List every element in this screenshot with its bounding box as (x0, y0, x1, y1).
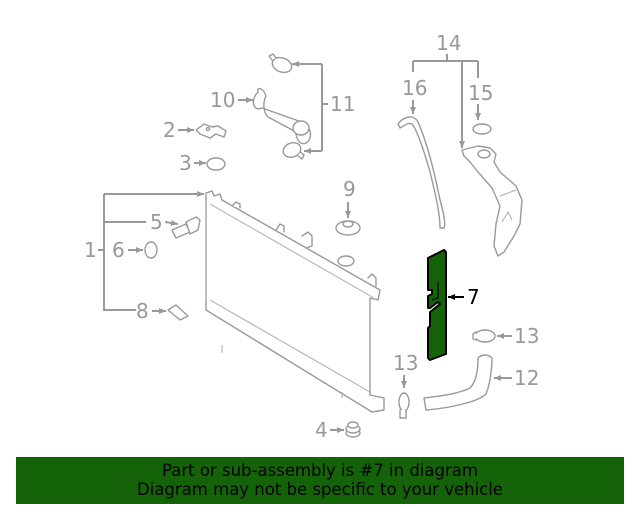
callout-13-left[interactable]: 13 (393, 351, 418, 375)
callout-7[interactable]: 7 (467, 285, 480, 309)
callout-13-right[interactable]: 13 (514, 324, 539, 348)
callout-5[interactable]: 5 (150, 210, 163, 234)
part-10-hose[interactable] (252, 87, 312, 145)
callout-15[interactable]: 15 (468, 81, 493, 105)
parts-diagram: 11 10 2 3 1 5 6 8 9 (84, 31, 539, 442)
part-2-bracket[interactable] (195, 123, 227, 139)
part-7-air-guide[interactable] (427, 249, 447, 361)
banner-line-disclaimer: Diagram may not be specific to your vehi… (137, 480, 503, 499)
callout-16[interactable]: 16 (402, 76, 427, 100)
callout-11[interactable]: 11 (330, 92, 355, 116)
callout-14[interactable]: 14 (436, 31, 461, 55)
callout-4[interactable]: 4 (315, 418, 328, 442)
part-15-cap[interactable] (472, 123, 492, 135)
part-11-clamp-top[interactable] (268, 53, 294, 75)
leader-5 (164, 219, 179, 226)
callout-9[interactable]: 9 (343, 177, 356, 201)
callout-12[interactable]: 12 (514, 366, 539, 390)
callout-2[interactable]: 2 (163, 118, 176, 142)
part-info-banner: Part or sub-assembly is #7 in diagram Di… (16, 457, 624, 504)
part-6-o-ring[interactable] (144, 241, 158, 259)
callout-1[interactable]: 1 (84, 238, 97, 262)
part-1-radiator[interactable] (205, 190, 385, 413)
part-12-hose[interactable] (423, 354, 493, 411)
part-8-pad[interactable] (167, 304, 189, 321)
part-3-plug[interactable] (206, 157, 226, 171)
leader-1-bracket (103, 194, 136, 311)
part-16-overflow-hose[interactable] (397, 116, 446, 229)
callout-10[interactable]: 10 (210, 88, 235, 112)
part-9-radiator-cap[interactable] (335, 220, 361, 236)
callout-3[interactable]: 3 (179, 151, 192, 175)
callout-8[interactable]: 8 (136, 299, 149, 323)
part-4-bushing[interactable] (345, 421, 361, 438)
part-14-reservoir-tank[interactable] (461, 145, 523, 257)
part-11-clamp-bottom[interactable] (281, 140, 305, 160)
part-5-sensor[interactable] (171, 216, 201, 239)
banner-line-part: Part or sub-assembly is #7 in diagram (162, 461, 478, 480)
part-13-clamp-left[interactable] (398, 392, 410, 419)
part-13-clamp-right[interactable] (472, 329, 496, 343)
callout-6[interactable]: 6 (112, 238, 125, 262)
